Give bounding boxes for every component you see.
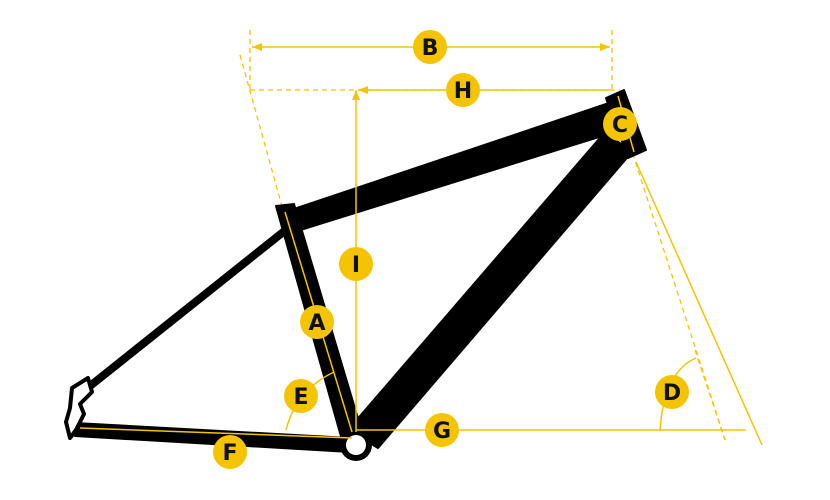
dim-h-arrow-left — [358, 86, 368, 94]
fork-axis-dashed — [629, 144, 726, 441]
badge-f-label: F — [222, 441, 237, 466]
badge-c-circle — [603, 107, 637, 141]
badge-e: E — [284, 379, 318, 413]
badge-b-label: B — [422, 36, 439, 61]
badge-c: C — [603, 107, 637, 141]
dim-line-fork — [635, 161, 763, 446]
badge-g-circle — [425, 413, 459, 447]
chain-stay — [74, 422, 351, 453]
badge-i-circle — [339, 247, 373, 281]
badge-h-label: H — [454, 79, 472, 104]
badge-g: G — [425, 413, 459, 447]
seat-tube-extension-dashed — [239, 54, 284, 211]
rear-dropout — [64, 376, 94, 440]
badge-h: H — [446, 73, 480, 107]
badge-e-label: E — [293, 385, 308, 410]
dim-line-f — [79, 427, 353, 439]
badge-d-circle — [655, 375, 689, 409]
badge-d: D — [655, 375, 689, 409]
badge-g-label: G — [433, 419, 451, 444]
badge-a: A — [300, 305, 334, 339]
badge-e-circle — [284, 379, 318, 413]
badge-b: B — [413, 30, 447, 64]
dim-i-arrow-top — [352, 90, 360, 100]
badge-i: I — [339, 247, 373, 281]
badge-f-circle — [213, 435, 247, 469]
dim-b-arrow-right — [600, 43, 610, 51]
badge-b-circle — [413, 30, 447, 64]
front-vertical-dashed — [694, 349, 726, 441]
badge-a-circle — [300, 305, 334, 339]
badge-f: F — [213, 435, 247, 469]
badge-d-label: D — [663, 381, 681, 406]
badge-h-circle — [446, 73, 480, 107]
badge-a-label: A — [308, 311, 325, 336]
construction-lines — [239, 30, 726, 441]
dim-b-arrow-left — [252, 43, 262, 51]
bottom-bracket-inner — [346, 435, 366, 455]
seat-stay — [81, 221, 296, 394]
bike-frame — [64, 89, 647, 461]
badge-i-label: I — [352, 253, 360, 278]
badge-c-label: C — [612, 113, 628, 138]
